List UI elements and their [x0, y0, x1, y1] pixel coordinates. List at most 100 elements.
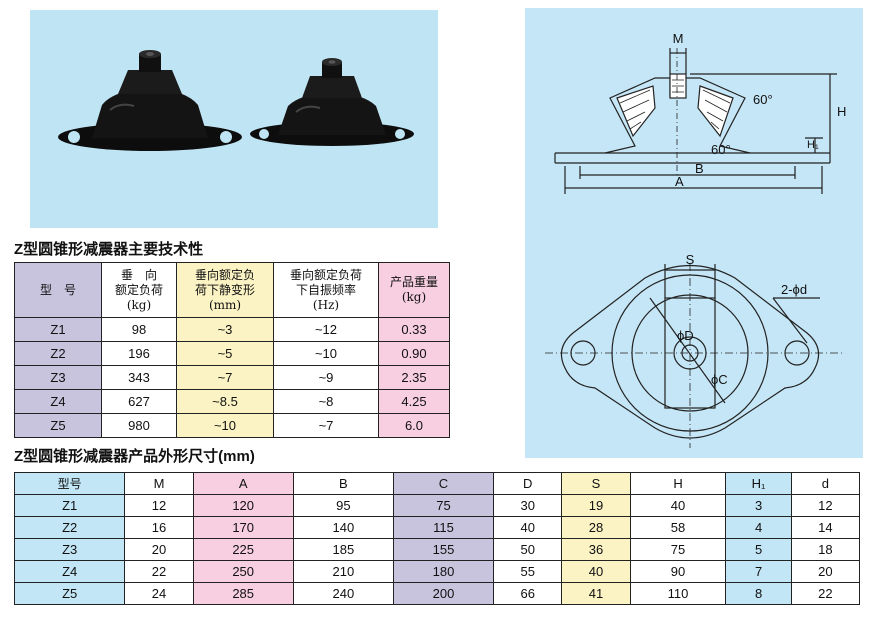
table-row: Z3 343 ~7 ~9 2.35 [14, 365, 450, 390]
table-row: Z5 24 285 240 200 66 41 110 8 22 [13, 582, 861, 605]
t2-cell: 22 [124, 560, 194, 583]
t1-cell: Z3 [14, 365, 102, 390]
mount-left [58, 50, 242, 151]
t2-cell: 90 [629, 560, 727, 583]
t1-cell: ~8.5 [176, 389, 274, 414]
t1-cell: 980 [101, 413, 177, 438]
t2-cell: 16 [124, 516, 194, 539]
dim-phi-c-label: ϕC [711, 372, 728, 387]
product-photo [30, 10, 438, 228]
t2-cell: 18 [790, 538, 861, 561]
t2-cell: 58 [629, 516, 727, 539]
t1-cell: Z4 [14, 389, 102, 414]
table1-title: Z型圆锥形减震器主要技术性 [14, 241, 204, 258]
t1-cell: Z1 [14, 317, 102, 342]
t1-cell: 196 [101, 341, 177, 366]
t2-header-dd: d [790, 472, 861, 495]
t1-cell: 4.25 [378, 389, 450, 414]
t1-cell: 627 [101, 389, 177, 414]
t2-cell: 4 [725, 516, 792, 539]
t2-cell: 20 [124, 538, 194, 561]
t1-header-weight: 产品重量 (kg) [378, 262, 450, 318]
t2-cell: 24 [124, 582, 194, 605]
top-plan-view [545, 263, 845, 448]
dim-b-label: B [695, 161, 704, 176]
t2-cell: 3 [725, 494, 792, 517]
t2-header-d: D [493, 472, 563, 495]
t1-cell: 0.90 [378, 341, 450, 366]
t2-cell: 40 [561, 560, 631, 583]
t1-cell: Z5 [14, 413, 102, 438]
t2-header-h: H [629, 472, 727, 495]
dim-phi-d-label: ϕD [677, 328, 694, 343]
dim-m-label: M [673, 31, 684, 46]
t2-cell: 14 [790, 516, 861, 539]
hole-dim-label: 2-ϕd [781, 282, 807, 297]
t2-cell: Z2 [13, 516, 126, 539]
table-row: Z1 12 120 95 75 30 19 40 3 12 [13, 494, 861, 517]
t2-cell: 75 [392, 494, 495, 517]
technical-drawing: M H H₁ 60° 60° B A S 2-ϕd ϕD ϕC [525, 8, 863, 458]
t2-cell: 30 [493, 494, 563, 517]
t2-header-a: A [192, 472, 294, 495]
t2-cell: 55 [493, 560, 563, 583]
t2-cell: 40 [493, 516, 563, 539]
t1-header-frequency: 垂向额定负荷 下自振频率 (Hz) [273, 262, 379, 318]
t2-cell: 41 [561, 582, 631, 605]
t2-cell: 5 [725, 538, 792, 561]
t2-cell: 250 [192, 560, 294, 583]
t2-cell: 40 [629, 494, 727, 517]
t2-cell: 75 [629, 538, 727, 561]
t2-cell: 110 [629, 582, 727, 605]
t2-header-m: M [124, 472, 194, 495]
t2-cell: 20 [790, 560, 861, 583]
t1-header-deflection: 垂向额定负 荷下静变形 (mm) [176, 262, 274, 318]
t1-cell: 2.35 [378, 365, 450, 390]
t2-cell: 210 [292, 560, 394, 583]
table-row: Z2 16 170 140 115 40 28 58 4 14 [13, 516, 861, 539]
t2-header-s: S [561, 472, 631, 495]
t2-cell: 240 [292, 582, 394, 605]
t2-cell: 28 [561, 516, 631, 539]
t1-cell: 6.0 [378, 413, 450, 438]
t2-cell: 120 [192, 494, 294, 517]
t2-header-c: C [392, 472, 495, 495]
t2-cell: 8 [725, 582, 792, 605]
dim-h-label: H [837, 104, 846, 119]
t2-cell: 36 [561, 538, 631, 561]
table-row: Z4 627 ~8.5 ~8 4.25 [14, 389, 450, 414]
t1-header-load: 垂 向 额定负荷 (kg) [101, 262, 177, 318]
t2-cell: Z1 [13, 494, 126, 517]
t2-header-b: B [292, 472, 394, 495]
angle-bottom-label: 60° [711, 142, 731, 157]
t1-cell: 343 [101, 365, 177, 390]
t2-cell: 19 [561, 494, 631, 517]
t1-cell: ~10 [176, 413, 274, 438]
t2-cell: 200 [392, 582, 495, 605]
t2-cell: 115 [392, 516, 495, 539]
t2-cell: Z3 [13, 538, 126, 561]
t2-cell: 12 [790, 494, 861, 517]
t2-cell: 12 [124, 494, 194, 517]
dim-h1-label: H₁ [807, 139, 819, 151]
table-row: Z5 980 ~10 ~7 6.0 [14, 413, 450, 438]
t1-cell: 0.33 [378, 317, 450, 342]
dim-a-label: A [675, 174, 684, 189]
t2-cell: 225 [192, 538, 294, 561]
t2-cell: Z5 [13, 582, 126, 605]
t2-cell: 285 [192, 582, 294, 605]
t1-cell: 98 [101, 317, 177, 342]
t2-cell: 66 [493, 582, 563, 605]
t2-header-model: 型号 [13, 472, 126, 495]
t2-cell: 95 [292, 494, 394, 517]
t1-cell: ~3 [176, 317, 274, 342]
t2-cell: 155 [392, 538, 495, 561]
angle-top-label: 60° [753, 92, 773, 107]
t1-header-model: 型 号 [14, 262, 102, 318]
mount-right [250, 58, 414, 146]
t1-cell: ~12 [273, 317, 379, 342]
t2-cell: 180 [392, 560, 495, 583]
side-section-view [554, 48, 837, 194]
table-row: Z1 98 ~3 ~12 0.33 [14, 317, 450, 342]
table-row: Z4 22 250 210 180 55 40 90 7 20 [13, 560, 861, 583]
